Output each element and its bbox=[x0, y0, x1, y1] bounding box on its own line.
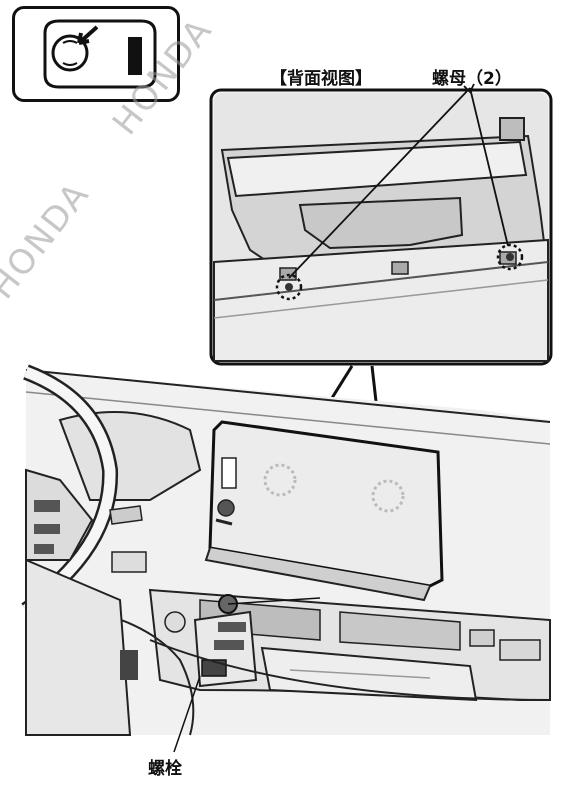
back-view-detail bbox=[209, 88, 553, 366]
back-view-label: 【背面视图】 bbox=[270, 69, 372, 89]
bolt-label: 螺栓 bbox=[148, 759, 182, 779]
nuts-label: 螺母（2） bbox=[432, 69, 512, 89]
locator-inset bbox=[12, 6, 180, 102]
nut-location-circle-icon bbox=[263, 463, 297, 497]
nut-leader-lines bbox=[288, 83, 509, 279]
vehicle-top-view-icon bbox=[43, 19, 157, 89]
nut-location-circle-icon bbox=[371, 479, 405, 513]
nut-location-circle-icon bbox=[275, 273, 303, 301]
nut-location-circle-icon bbox=[496, 243, 524, 271]
dashboard-main bbox=[21, 364, 551, 753]
